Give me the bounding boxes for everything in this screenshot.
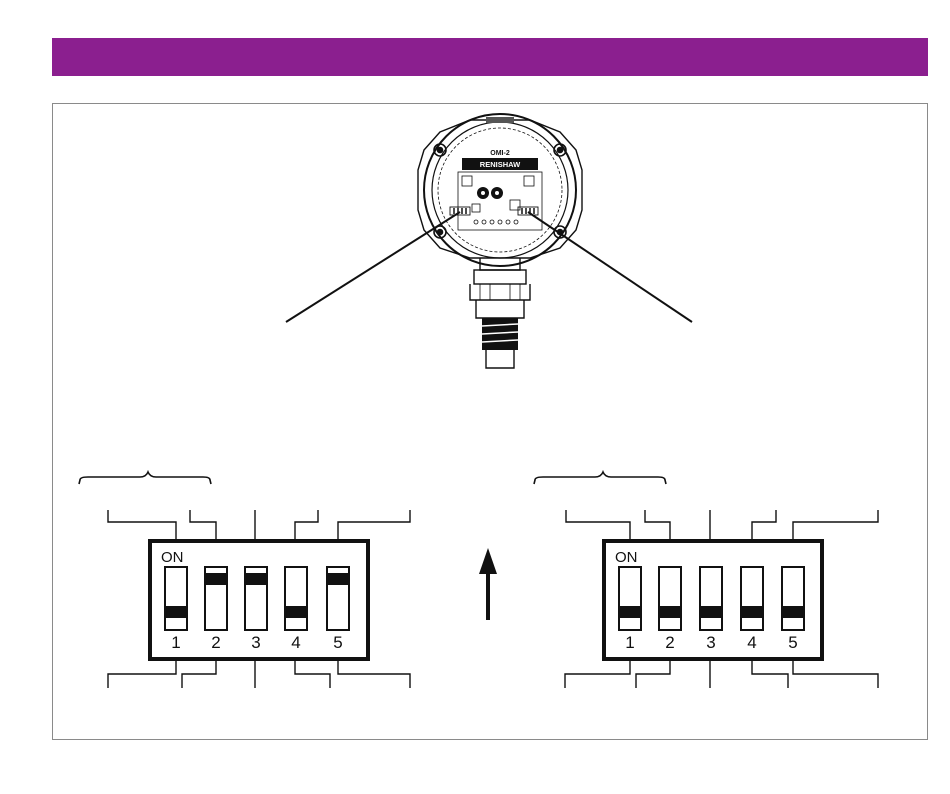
dip-switch-5[interactable] [782, 567, 804, 630]
brace-left [79, 472, 211, 484]
switch-knob [782, 606, 804, 618]
switch-slot [619, 567, 641, 630]
dip-switch-1[interactable] [165, 567, 187, 630]
dip-switch-4[interactable] [741, 567, 763, 630]
switch-knob [659, 606, 681, 618]
dip-switch-3[interactable] [700, 567, 722, 630]
switch-slot [165, 567, 187, 630]
unit-brand-label: RENISHAW [480, 160, 521, 169]
switch-number: 4 [291, 633, 300, 652]
switch-knob [327, 573, 349, 585]
dip-switch-5[interactable] [327, 567, 349, 630]
switch-knob [165, 606, 187, 618]
switch-slot [700, 567, 722, 630]
up-arrow-icon [479, 548, 497, 620]
unit-model-label: OMI-2 [490, 150, 510, 157]
switch-knob [245, 573, 267, 585]
switch-number: 3 [251, 633, 260, 652]
leader-line-right [528, 212, 692, 322]
switch-number: 5 [333, 633, 342, 652]
switch-number: 3 [706, 633, 715, 652]
dip-switch-3[interactable] [245, 567, 267, 630]
switch-number: 2 [211, 633, 220, 652]
switch-number: 1 [171, 633, 180, 652]
switch-number: 4 [747, 633, 756, 652]
brace-right [534, 472, 666, 484]
switch-slot [285, 567, 307, 630]
switch-slot [782, 567, 804, 630]
switch-slot [741, 567, 763, 630]
dip-switch-2[interactable] [659, 567, 681, 630]
leader-line-left [286, 212, 460, 322]
switch-slot [659, 567, 681, 630]
switch-knob [700, 606, 722, 618]
switch-number: 5 [788, 633, 797, 652]
on-label-left: ON [161, 549, 184, 566]
switch-knob [205, 573, 227, 585]
switch-knob [741, 606, 763, 618]
dip-switch-4[interactable] [285, 567, 307, 630]
dip-switch-2[interactable] [205, 567, 227, 630]
switch-number: 2 [665, 633, 674, 652]
dip-switch-1[interactable] [619, 567, 641, 630]
switch-knob [619, 606, 641, 618]
switch-number: 1 [625, 633, 634, 652]
switch-knob [285, 606, 307, 618]
on-label-right: ON [615, 549, 638, 566]
